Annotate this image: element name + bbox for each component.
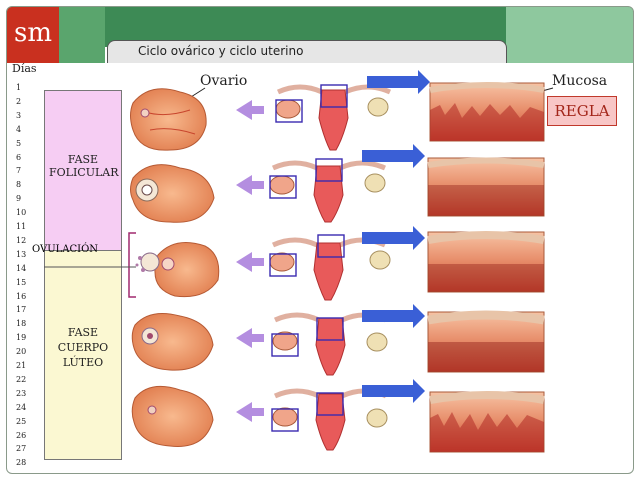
violet-arrow-icon [236,252,264,272]
uterus-illustration [269,234,391,301]
day-number: 10 [16,208,27,218]
day-number: 19 [16,333,27,343]
day-number: 21 [16,361,27,370]
day-number: 16 [16,291,27,301]
day-number: 17 [16,305,27,315]
days-title: Días [12,62,37,75]
endometrium-illustration [429,82,545,142]
day-number: 14 [16,263,27,273]
day-number: 27 [16,444,27,454]
ovary-illustration [135,242,220,298]
day-number: 8 [16,180,22,190]
day-number: 4 [16,124,22,134]
page-title: Ciclo ovárico y ciclo uterino [138,44,304,58]
ovary-label: Ovario [200,73,248,89]
day-number: 24 [16,402,27,412]
ovary-illustration [131,313,214,371]
header-accent [506,7,633,63]
endometrium-illustration [429,391,545,453]
uterus-illustration [271,312,388,376]
day-number: 13 [16,249,27,259]
header-strip [59,7,105,63]
phase-follicular-label: FASE FOLICULAR [49,153,119,179]
title-tab: Ciclo ovárico y ciclo uterino [107,40,507,63]
endometrium-illustration [427,231,545,293]
day-number: 3 [16,110,22,120]
phase-follicular: FASE FOLICULAR [44,90,122,252]
violet-arrow-icon [236,175,264,195]
mucosa-label: Mucosa [552,73,608,89]
blue-arrow-icon [362,226,425,250]
violet-arrow-icon [236,100,264,120]
day-number: 5 [16,138,22,148]
ovulation-label: OVULACIÓN [31,244,99,255]
publisher-logo: sm [7,7,59,63]
day-number: 25 [16,416,27,426]
day-number: 28 [16,458,27,468]
violet-arrow-icon [236,328,264,348]
day-number: 9 [16,194,22,204]
day-number: 20 [16,347,27,357]
day-number: 22 [16,374,27,384]
ovary-illustration [130,164,215,223]
ovary-illustration [131,385,214,447]
day-number: 12 [16,235,27,245]
endometrium-illustration [427,157,545,217]
uterus-illustration [269,158,386,223]
regla-badge: REGLA [547,96,617,126]
blue-arrow-icon [367,70,430,94]
blue-arrow-icon [362,304,425,328]
blue-arrow-icon [362,379,425,403]
phase-luteal-label: FASE CUERPO LÚTEO [57,326,109,369]
day-number: 7 [16,166,22,176]
phase-luteal: FASE CUERPO LÚTEO [44,250,122,460]
day-number: 23 [16,388,27,398]
day-number: 6 [16,152,22,162]
uterus-illustration [271,388,388,451]
blue-arrow-icon [362,144,425,168]
day-number: 26 [16,430,27,440]
day-number: 15 [16,277,27,287]
day-number: 1 [16,83,22,92]
uterus-illustration [275,84,392,151]
ovulation-bracket [128,232,136,298]
day-number: 11 [16,222,27,231]
violet-arrow-icon [236,402,264,422]
day-number: 18 [16,319,27,329]
ovary-illustration [130,88,207,151]
endometrium-illustration [427,310,545,373]
day-number: 2 [16,96,22,106]
